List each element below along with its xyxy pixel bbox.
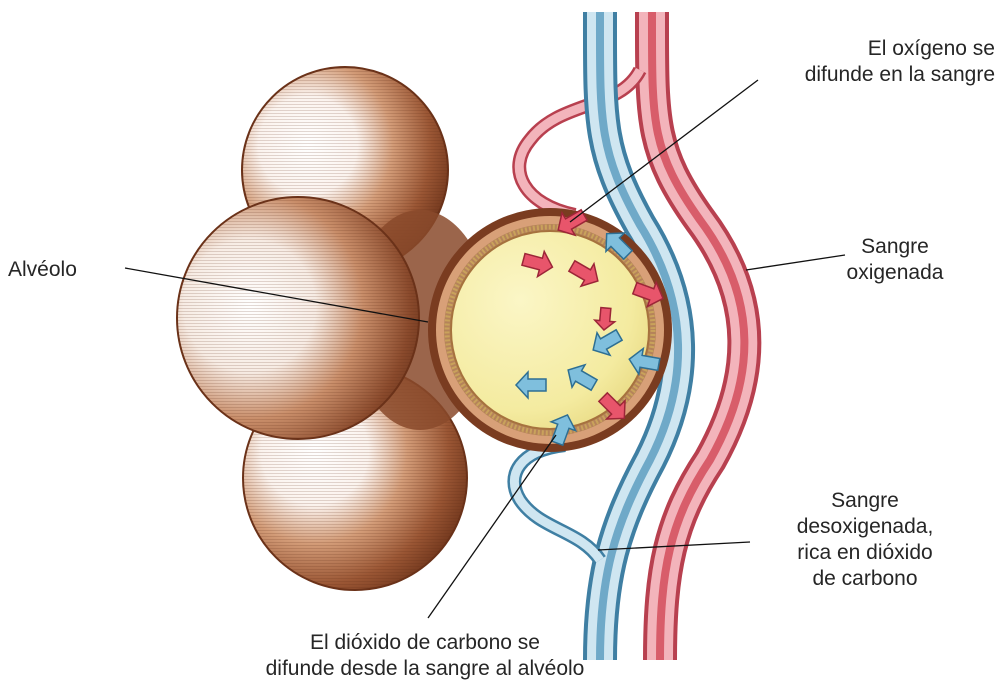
label-desoxigenada-line-2: desoxigenada, xyxy=(780,514,950,540)
label-oxigeno-line-1: El oxígeno se xyxy=(770,36,995,62)
label-sangre-oxigenada: Sangre oxigenada xyxy=(830,234,960,286)
label-alveolo-line: Alvéolo xyxy=(8,257,77,283)
label-oxigenada-line-1: Sangre xyxy=(830,234,960,260)
label-oxigeno: El oxígeno se difunde en la sangre xyxy=(770,36,995,88)
label-desoxigenada-line-1: Sangre xyxy=(780,488,950,514)
label-oxigenada-line-2: oxigenada xyxy=(830,260,960,286)
label-dioxido: El dióxido de carbono se difunde desde l… xyxy=(215,630,635,682)
label-alveolo: Alvéolo xyxy=(8,257,77,283)
alveolus-interior xyxy=(451,231,649,429)
label-oxigeno-line-2: difunde en la sangre xyxy=(770,62,995,88)
label-dioxido-line-2: difunde desde la sangre al alvéolo xyxy=(215,656,635,682)
main-alveolus xyxy=(428,208,672,452)
label-sangre-desoxigenada: Sangre desoxigenada, rica en dióxido de … xyxy=(780,488,950,592)
label-desoxigenada-line-4: de carbono xyxy=(780,566,950,592)
label-desoxigenada-line-3: rica en dióxido xyxy=(780,540,950,566)
label-dioxido-line-1: El dióxido de carbono se xyxy=(215,630,635,656)
